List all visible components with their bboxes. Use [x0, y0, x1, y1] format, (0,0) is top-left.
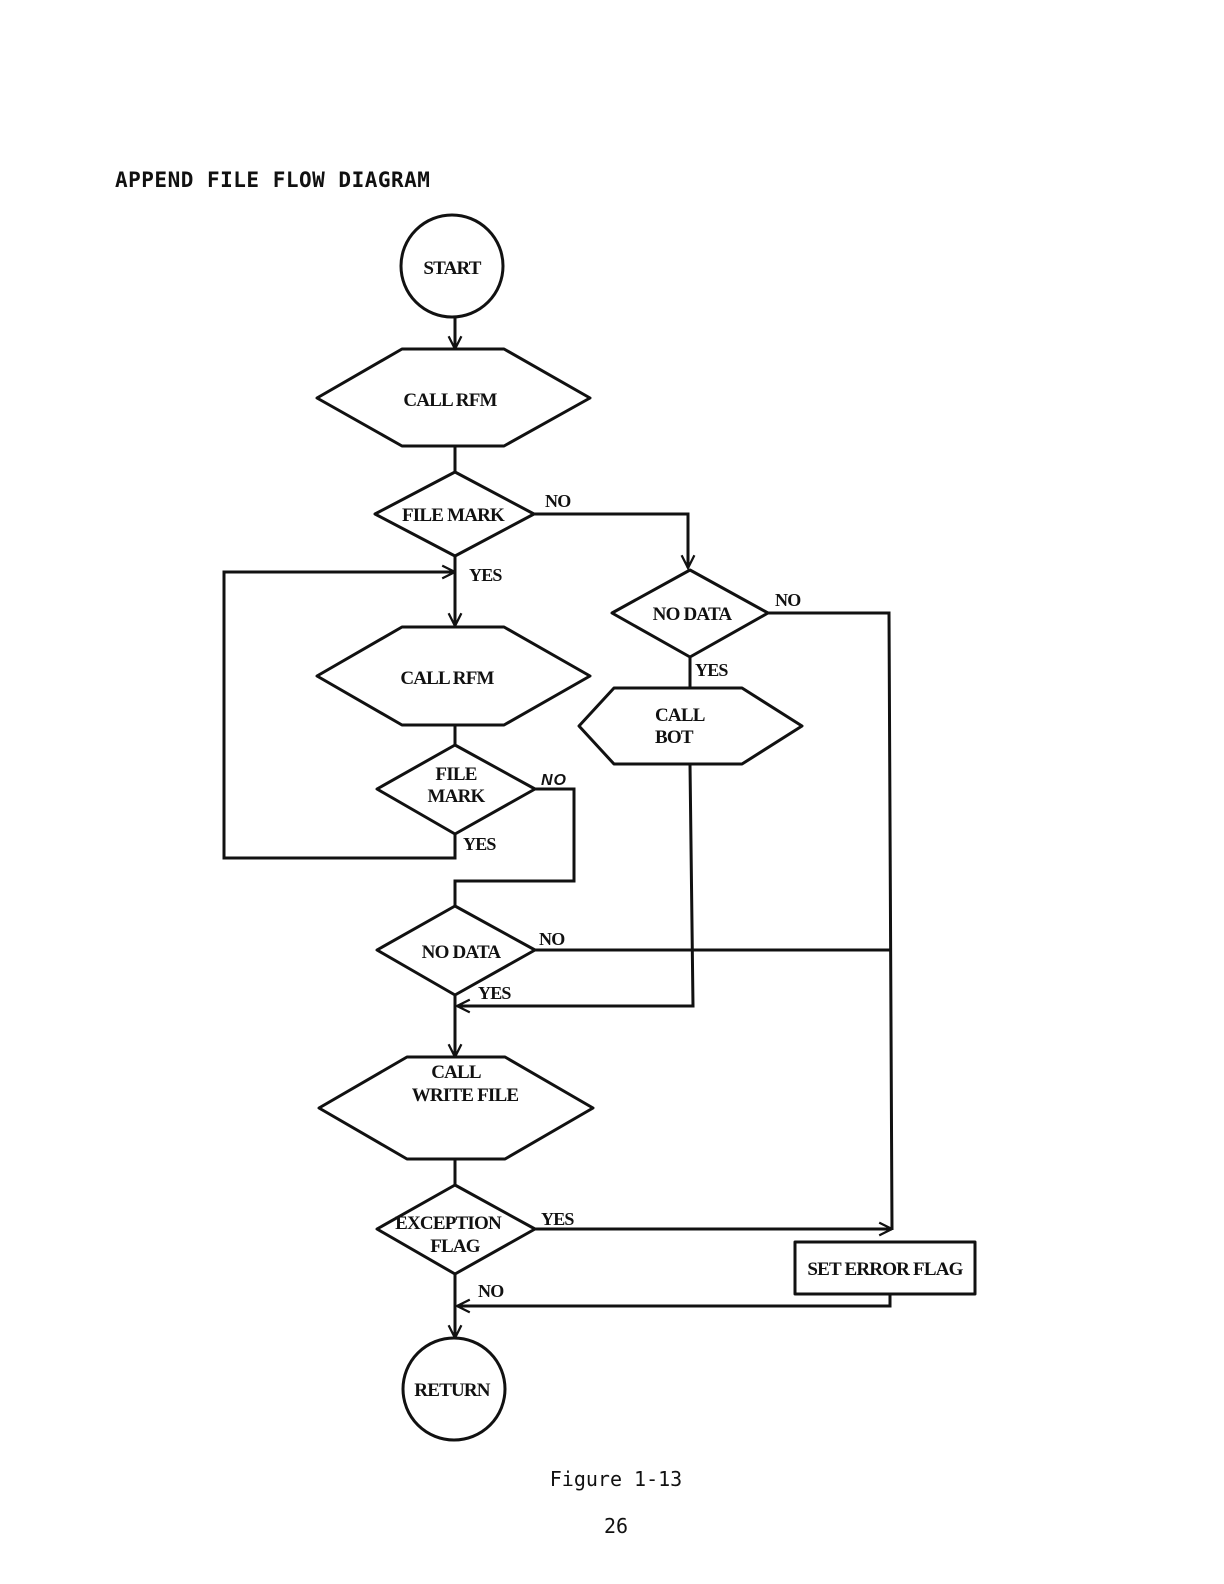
file-mark-2-yes-label: YES [463, 834, 496, 854]
exception-label-2: FLAG [430, 1236, 481, 1257]
edge-no-data-1-no [768, 611, 894, 1231]
no-data-2-label: NO DATA [422, 942, 502, 963]
file-mark-2-label-1: FILE [435, 764, 476, 785]
no-data-2-no-label: NO [539, 929, 565, 949]
edge-file-mark-1-no [534, 512, 688, 568]
file-mark-2-label-2: MARK [428, 786, 486, 807]
page-number: 26 [603, 1514, 629, 1538]
file-mark-2-no-label: NO [541, 772, 567, 789]
file-mark-1-label: FILE MARK [402, 505, 505, 526]
edge-loop-back [222, 572, 455, 860]
call-write-label-2: WRITE FILE [412, 1085, 519, 1106]
diagram-title: APPEND FILE FLOW DIAGRAM [115, 168, 431, 192]
edge-error-to-return [457, 1294, 892, 1306]
no-data-2-yes-label: YES [478, 983, 511, 1003]
start-label: START [423, 258, 481, 279]
exception-no-label: NO [478, 1281, 504, 1301]
call-bot-label-1: CALL [655, 705, 705, 726]
set-error-flag-process [793, 1240, 977, 1296]
call-rfm-1-label: CALL RFM [403, 390, 497, 411]
call-write-file-process [317, 1055, 595, 1161]
no-data-1-no-label: NO [775, 590, 801, 610]
call-bot-process [577, 686, 804, 766]
call-rfm-1-process [315, 347, 592, 448]
call-rfm-2-label: CALL RFM [400, 668, 494, 689]
edge-file-mark-2-no [453, 787, 576, 906]
set-error-flag-label: SET ERROR FLAG [807, 1259, 963, 1280]
file-mark-1-no-label: NO [545, 491, 571, 511]
edge-call-bot-to-write [457, 763, 695, 1006]
return-label: RETURN [414, 1380, 491, 1401]
exception-label-1: EXCEPTION [395, 1213, 502, 1234]
no-data-1-label: NO DATA [653, 604, 733, 625]
exception-yes-label: YES [541, 1209, 574, 1229]
call-write-label-1: CALL [431, 1062, 481, 1083]
file-mark-1-yes-label: YES [469, 565, 502, 585]
no-data-1-yes-label: YES [695, 660, 728, 680]
return-terminal [401, 1336, 507, 1442]
start-terminal [399, 213, 505, 319]
call-bot-label-2: BOT [655, 727, 694, 748]
figure-caption: Figure 1-13 [549, 1467, 683, 1491]
call-rfm-2-process [315, 625, 592, 727]
